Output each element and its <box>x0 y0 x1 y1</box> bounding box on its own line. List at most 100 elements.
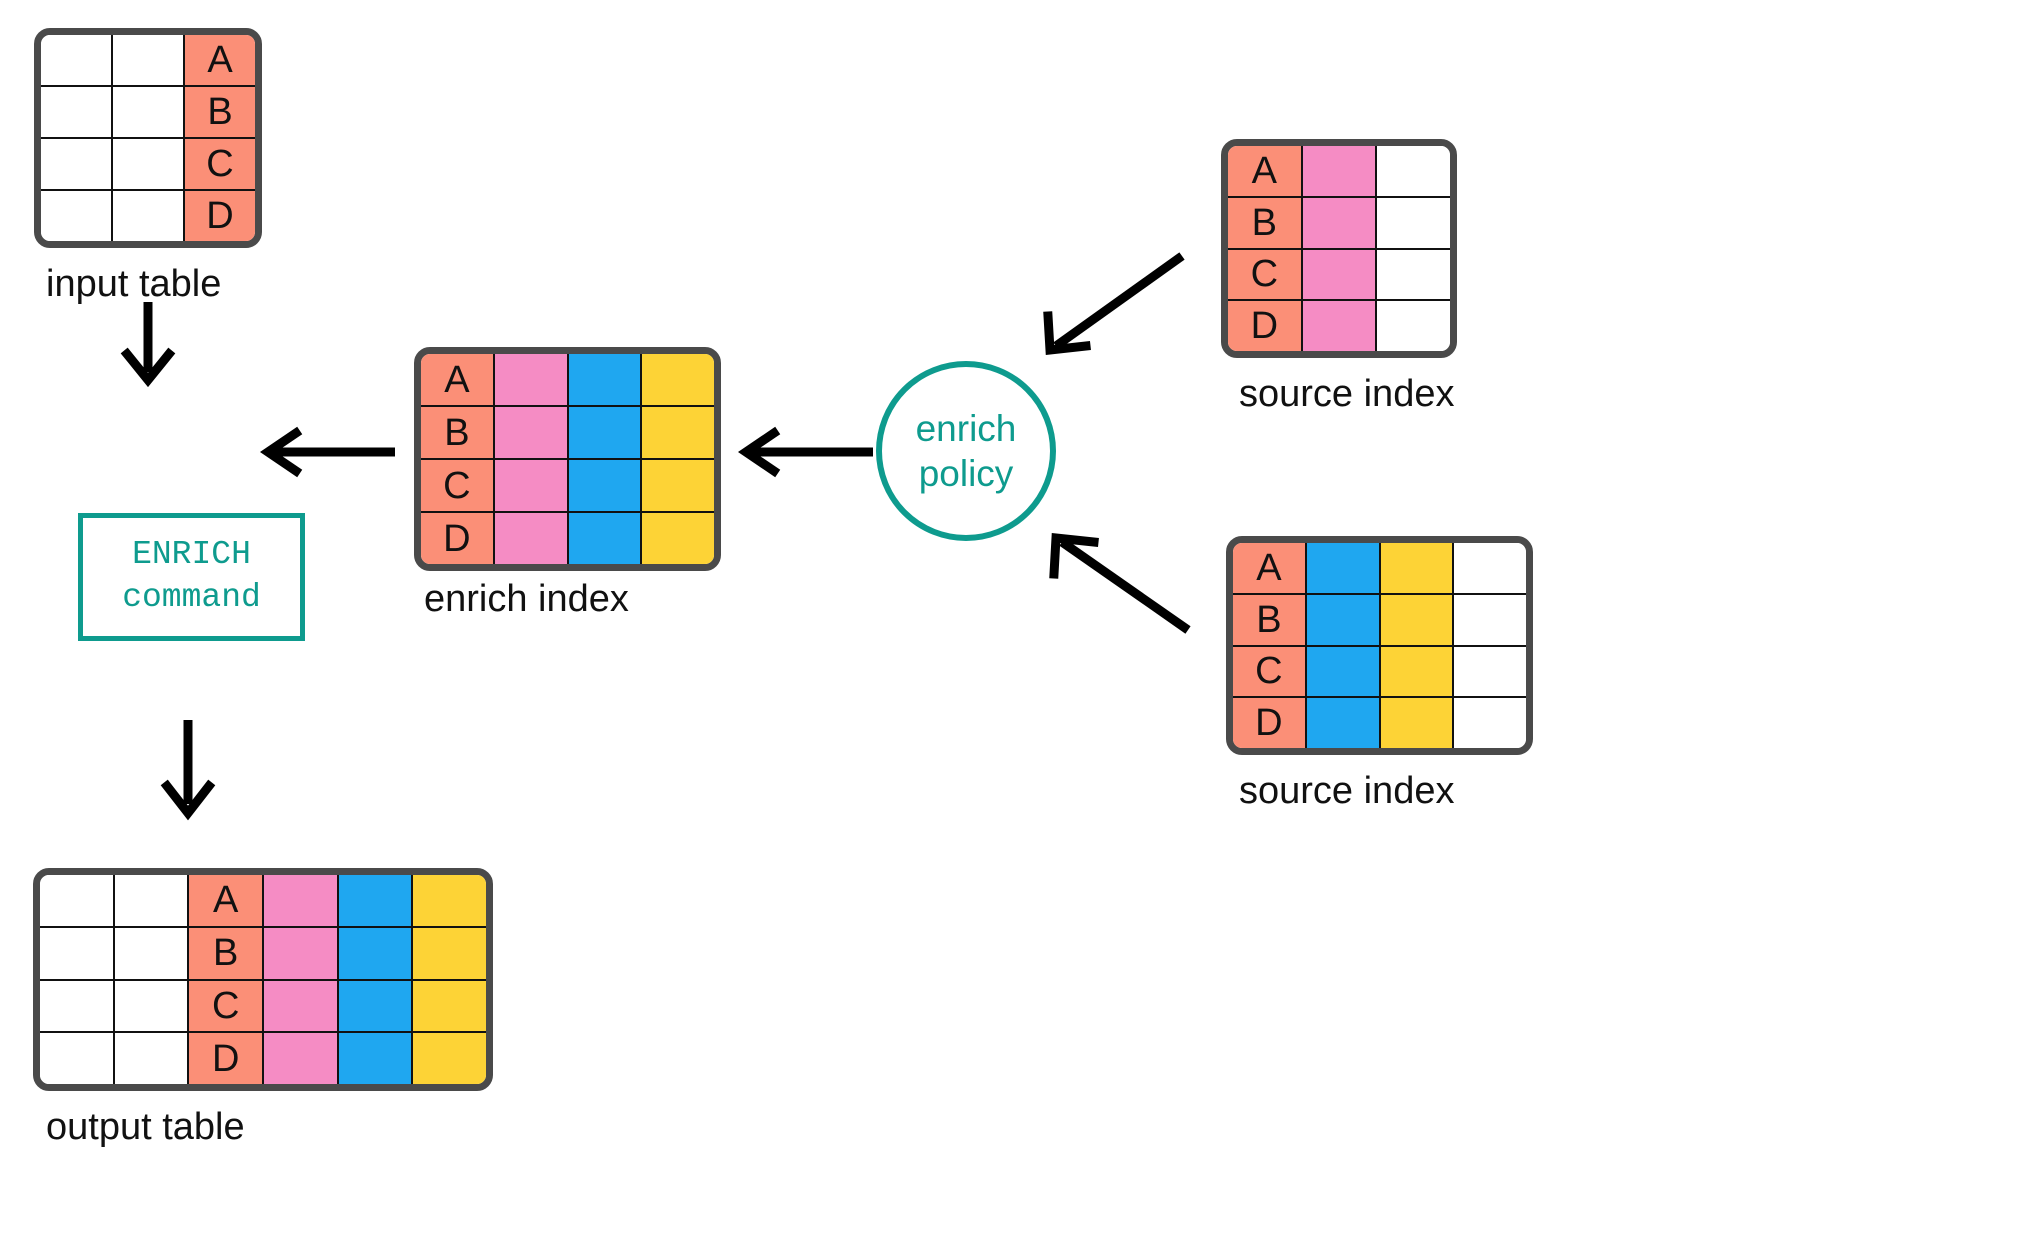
arrow-enrich-policy-to-enrich-index <box>737 426 873 478</box>
table-cell <box>264 927 339 979</box>
table-cell-key: A <box>421 354 495 405</box>
table-row: D <box>40 1033 486 1084</box>
table-cell <box>413 927 486 979</box>
table-cell <box>1380 543 1455 593</box>
table-row: D <box>1228 301 1450 351</box>
table-cell-key: D <box>1233 698 1307 748</box>
table-cell <box>1306 646 1381 697</box>
table-cell-key: C <box>189 980 265 1032</box>
table-cell <box>1377 249 1450 300</box>
table-cell-key: B <box>189 927 265 979</box>
table-cell <box>1377 301 1450 351</box>
table-cell <box>1302 197 1378 248</box>
table-cell <box>338 875 414 926</box>
enrich-policy-circle[interactable]: enrich policy <box>876 361 1056 541</box>
table-cell-key: C <box>1228 249 1303 300</box>
table-cell <box>642 513 714 564</box>
table-cell <box>338 980 414 1032</box>
table-cell <box>1454 543 1526 593</box>
input-table-caption: input table <box>46 263 222 305</box>
arrow-source-index-top-to-enrich-policy <box>1043 252 1185 355</box>
table-row: B <box>421 407 714 460</box>
table-row: A <box>1228 146 1450 198</box>
table-row: A <box>1233 543 1526 595</box>
table-cell <box>40 980 115 1032</box>
table-cell-key: C <box>421 460 495 511</box>
table-cell <box>494 354 569 405</box>
arrow-enrich-command-to-output-table <box>160 720 216 821</box>
arrow-enrich-index-to-enrich-command <box>259 426 395 478</box>
table-cell <box>113 191 185 241</box>
table-cell <box>1454 594 1526 645</box>
table-cell <box>1306 543 1381 593</box>
table-row: A <box>41 35 255 87</box>
table-cell <box>41 35 113 85</box>
table-cell <box>413 980 486 1032</box>
table-cell <box>642 460 714 511</box>
table-cell <box>1302 301 1378 351</box>
table-cell-key: A <box>189 875 265 926</box>
table-cell <box>114 875 190 926</box>
enrich-command-line-1: ENRICH <box>132 536 251 574</box>
table-cell <box>41 191 113 241</box>
table-cell-key: D <box>421 513 495 564</box>
table-row: C <box>421 460 714 513</box>
table-cell <box>338 927 414 979</box>
table-cell-key: A <box>1228 146 1303 196</box>
table-cell <box>642 354 714 405</box>
table-row: B <box>1228 197 1450 250</box>
table-cell <box>1380 698 1455 748</box>
table-cell <box>1454 698 1526 748</box>
table-row: C <box>41 139 255 191</box>
table-cell-key: D <box>1228 301 1303 351</box>
table-cell-key: A <box>185 35 255 85</box>
table-cell-key: D <box>185 191 255 241</box>
enrich-command-line-2: command <box>122 579 261 616</box>
table-cell <box>338 1033 414 1084</box>
table-cell <box>113 87 185 137</box>
table-cell <box>413 875 486 926</box>
enrich-command-box[interactable]: ENRICH command <box>78 513 305 641</box>
table-cell <box>494 407 569 458</box>
table-cell <box>494 460 569 511</box>
source-index-bottom-caption: source index <box>1239 770 1455 812</box>
table-cell <box>413 1033 486 1084</box>
table-row: D <box>41 191 255 241</box>
table-cell-key: C <box>1233 646 1307 697</box>
table-cell <box>114 927 190 979</box>
table-cell-key: A <box>1233 543 1307 593</box>
table-cell <box>1302 249 1378 300</box>
table-cell <box>568 460 643 511</box>
table-cell <box>642 407 714 458</box>
table-row: C <box>1228 249 1450 302</box>
table-cell <box>40 1033 115 1084</box>
table-cell-key: D <box>189 1033 265 1084</box>
table-cell <box>41 87 113 137</box>
table-cell <box>1306 594 1381 645</box>
table-cell-key: B <box>185 87 255 137</box>
table-cell <box>1454 646 1526 697</box>
table-cell <box>264 980 339 1032</box>
table-cell <box>494 513 569 564</box>
table-cell <box>40 927 115 979</box>
table-row: B <box>41 87 255 139</box>
table-cell <box>1302 146 1378 196</box>
table-row: A <box>40 875 486 928</box>
table-cell <box>568 513 643 564</box>
table-cell <box>264 1033 339 1084</box>
table-cell-key: B <box>1228 197 1303 248</box>
table-cell <box>1380 646 1455 697</box>
table-cell <box>113 139 185 189</box>
table-cell-key: C <box>185 139 255 189</box>
table-cell <box>114 1033 190 1084</box>
table-row: C <box>40 980 486 1034</box>
table-cell <box>264 875 339 926</box>
table-cell <box>1306 698 1381 748</box>
table-cell <box>568 354 643 405</box>
